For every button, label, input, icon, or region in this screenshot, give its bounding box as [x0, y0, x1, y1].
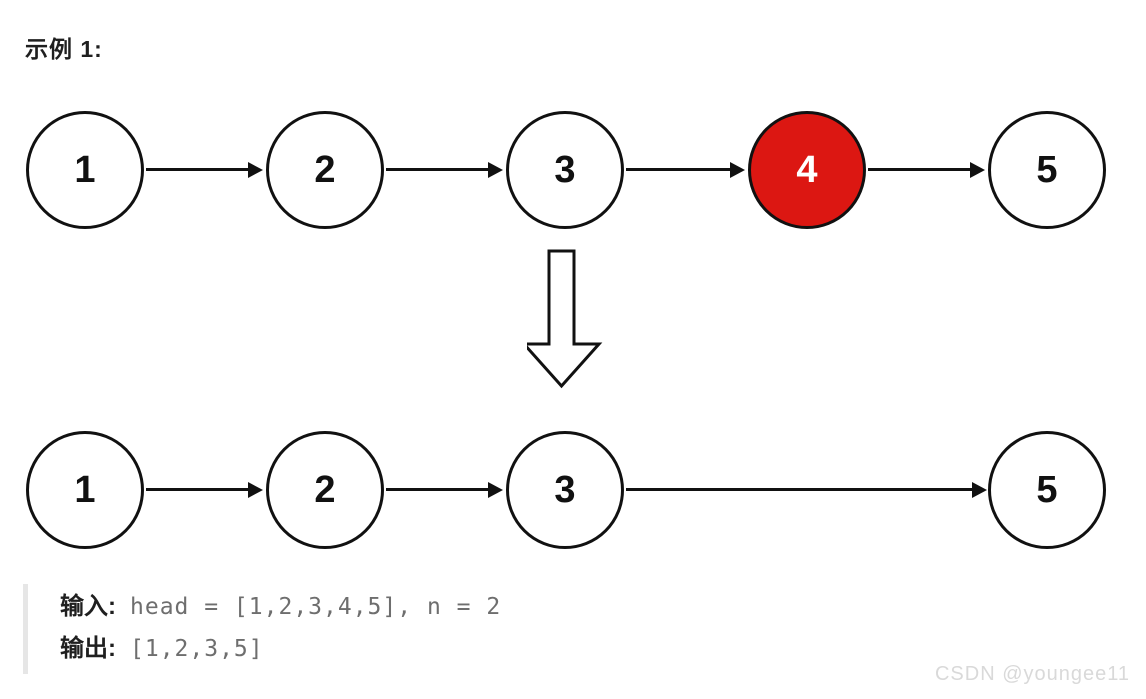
output-value: [1,2,3,5] — [130, 636, 264, 662]
next-pointer-arrow-icon — [146, 488, 248, 491]
next-pointer-arrow-icon — [386, 168, 488, 171]
list-node: 3 — [506, 431, 624, 549]
output-label: 输出: — [60, 635, 116, 662]
next-pointer-arrow-icon — [626, 168, 730, 171]
input-label: 输入: — [60, 593, 116, 620]
watermark: CSDN @youngee11 — [934, 663, 1130, 685]
list-node: 5 — [988, 111, 1106, 229]
list-node: 3 — [506, 111, 624, 229]
next-pointer-arrow-icon — [868, 168, 970, 171]
node-value: 3 — [554, 148, 576, 191]
next-pointer-arrow-icon — [626, 488, 972, 491]
list-node-highlighted: 4 — [748, 111, 866, 229]
node-value: 2 — [314, 468, 336, 511]
node-value: 3 — [554, 468, 576, 511]
node-value: 1 — [74, 148, 96, 191]
list-node: 1 — [26, 431, 144, 549]
list-node: 5 — [988, 431, 1106, 549]
node-value: 5 — [1036, 148, 1058, 191]
next-pointer-arrow-icon — [146, 168, 248, 171]
io-block: 输入: head = [1,2,3,4,5], n = 2 输出: [1,2,3,5… — [0, 580, 1146, 680]
node-value: 4 — [796, 148, 818, 191]
next-pointer-arrow-icon — [386, 488, 488, 491]
list-node: 2 — [266, 431, 384, 549]
list-node: 2 — [266, 111, 384, 229]
list-node: 1 — [26, 111, 144, 229]
output-line: 输出: [1,2,3,5] — [60, 632, 264, 666]
transform-down-arrow-icon — [527, 249, 603, 389]
input-value: head = [1,2,3,4,5], n = 2 — [130, 594, 502, 620]
example-title: 示例 1: — [25, 36, 103, 62]
quote-bar — [23, 584, 28, 674]
node-value: 2 — [314, 148, 336, 191]
input-line: 输入: head = [1,2,3,4,5], n = 2 — [60, 590, 501, 624]
node-value: 5 — [1036, 468, 1058, 511]
node-value: 1 — [74, 468, 96, 511]
